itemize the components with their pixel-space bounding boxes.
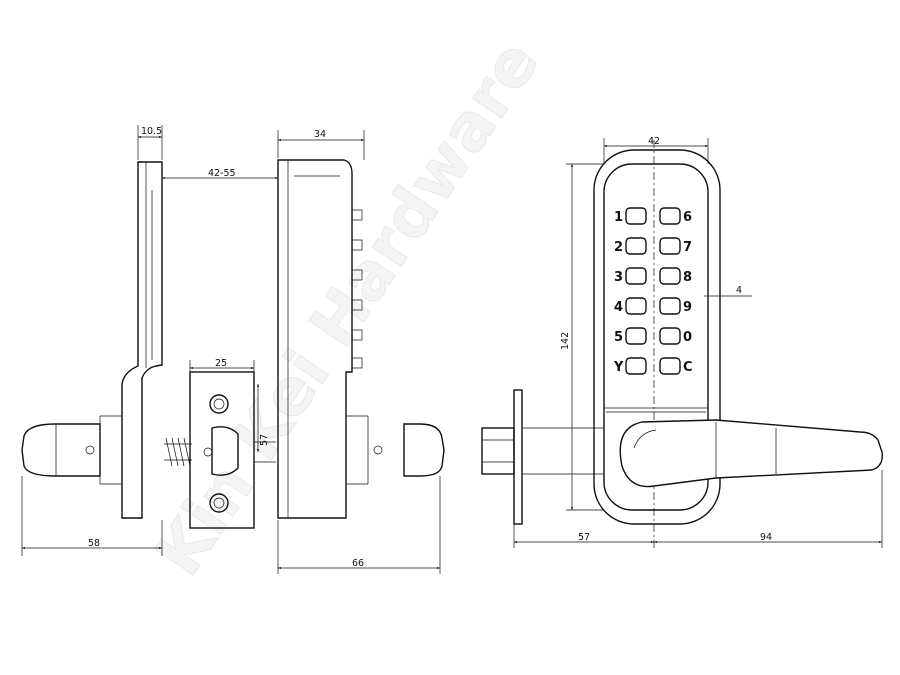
- left-lever-handle: [21, 423, 101, 477]
- inside-body-outline: [121, 161, 163, 519]
- dim-body-depth: 34: [314, 129, 326, 140]
- keypad-button-left-2: [625, 237, 647, 255]
- keypad-label-right-5: 0: [683, 330, 692, 345]
- keypad-button-right-6: [659, 357, 681, 375]
- right-lever-screw: [373, 445, 383, 455]
- keypad-button-right-2: [659, 237, 681, 255]
- front-body-outer: [593, 149, 721, 525]
- front-spindle: [481, 427, 515, 475]
- keypad-label-right-4: 9: [683, 300, 692, 315]
- latch-spring: [164, 437, 192, 467]
- keypad-label-left-1: 1: [614, 210, 623, 225]
- keypad-buttons-side: [351, 209, 363, 369]
- front-lever-handle: [619, 419, 883, 488]
- latch-screw-top: [209, 394, 229, 414]
- watermark-text: Kin Kei Hardware: [142, 28, 554, 589]
- keypad-button-right-5: [659, 327, 681, 345]
- latch-screw-bottom: [209, 493, 229, 513]
- keypad-button-left-1: [625, 207, 647, 225]
- latch-bolt: [211, 426, 239, 476]
- dim-plate-thickness: 10.5: [141, 126, 162, 137]
- dim-lever-length: 94: [760, 532, 772, 543]
- keypad-label-left-4: 4: [614, 300, 623, 315]
- keypad-button-left-3: [625, 267, 647, 285]
- front-rose-plate: [513, 389, 523, 525]
- dim-lever-left: 58: [88, 538, 100, 549]
- dim-lever-right: 66: [352, 558, 364, 569]
- keypad-button-left-6: [625, 357, 647, 375]
- keypad-button-left-5: [625, 327, 647, 345]
- dim-door-range: 42-55: [208, 168, 236, 179]
- keypad-label-left-5: 5: [614, 330, 623, 345]
- keypad-label-left-2: 2: [614, 240, 623, 255]
- keypad-label-right-6: C: [683, 360, 693, 375]
- dim-front-height: 142: [560, 332, 571, 350]
- keypad-label-right-3: 8: [683, 270, 692, 285]
- dim-lever-back: 57: [578, 532, 590, 543]
- right-lever-handle: [403, 423, 445, 477]
- dim-backset: 57: [259, 434, 270, 446]
- keypad-grid: 1 2 3 4 5Y 6 7 8 9 0C: [613, 207, 693, 375]
- front-view: 1 2 3 4 5Y 6 7 8 9 0C 42 142 4 57 94: [481, 136, 883, 548]
- side-view: 10.5 42-55 34 25 57 58 66: [21, 125, 445, 574]
- left-lever-screw: [85, 445, 95, 455]
- outside-body-outline: [277, 159, 353, 519]
- keypad-label-right-2: 7: [683, 240, 692, 255]
- keypad-button-right-4: [659, 297, 681, 315]
- keypad-label-right-1: 6: [683, 210, 692, 225]
- keypad-button-left-4: [625, 297, 647, 315]
- dim-front-width: 42: [648, 136, 660, 147]
- keypad-button-right-3: [659, 267, 681, 285]
- keypad-label-left-6: Y: [613, 360, 624, 375]
- front-body-inner: [603, 163, 709, 511]
- dim-latch-width: 25: [215, 358, 227, 369]
- latch-faceplate: [189, 371, 255, 529]
- dim-protrusion: 4: [736, 285, 742, 296]
- keypad-button-right-1: [659, 207, 681, 225]
- keypad-label-left-3: 3: [614, 270, 623, 285]
